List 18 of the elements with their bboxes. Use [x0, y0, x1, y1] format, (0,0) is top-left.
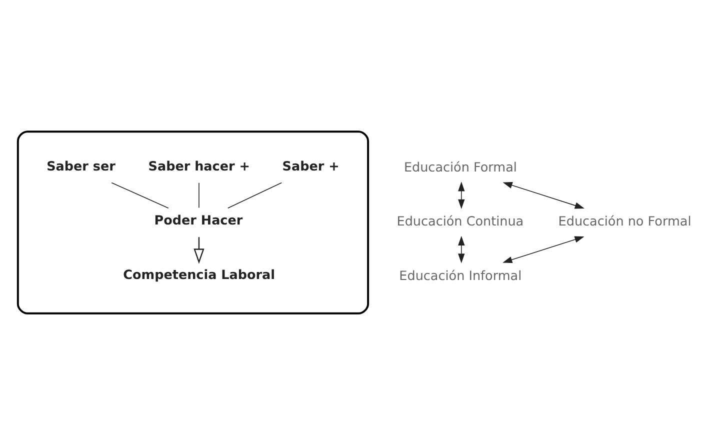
node-text: Saber +: [282, 158, 340, 174]
node-text: Competencia Laboral: [123, 267, 276, 282]
node-text: Educación no Formal: [558, 214, 692, 230]
connector: [198, 182, 200, 208]
node-text: Poder Hacer: [154, 213, 243, 228]
connector: [111, 182, 169, 208]
node-text: Educación Formal: [404, 160, 517, 175]
arrow: [194, 236, 204, 264]
connector: [227, 182, 282, 208]
arrow: [502, 236, 584, 262]
node-text: Saber hacer +: [148, 158, 250, 174]
node-text: Educación Informal: [399, 268, 522, 284]
arrow: [458, 235, 465, 263]
node-text: Saber ser: [46, 158, 116, 174]
cluster: [16, 130, 370, 314]
node-text: Educación Continua: [396, 214, 524, 230]
arrow: [458, 181, 465, 208]
arrow: [502, 182, 584, 208]
